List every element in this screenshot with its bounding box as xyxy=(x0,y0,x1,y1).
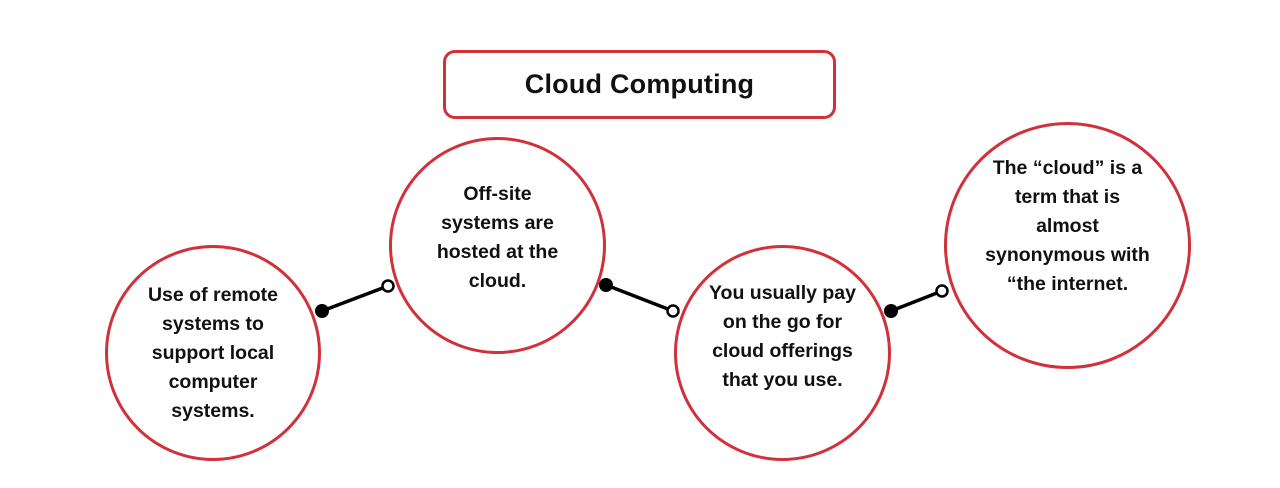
hollow-dot-icon xyxy=(935,284,949,298)
title-box: Cloud Computing xyxy=(443,50,836,119)
node-2-circle: Off-site systems are hosted at the cloud… xyxy=(389,137,606,354)
hollow-dot-icon xyxy=(666,304,680,318)
filled-dot-icon xyxy=(884,304,898,318)
node-4-circle: The “cloud” is a term that is almost syn… xyxy=(944,122,1191,369)
node-1-text: Use of remote systems to support local c… xyxy=(147,283,279,422)
diagram-title: Cloud Computing xyxy=(524,69,755,99)
node-2-text: Off-site systems are hosted at the cloud… xyxy=(436,182,559,292)
node-4-text: The “cloud” is a term that is almost syn… xyxy=(985,157,1150,295)
node-3-circle: You usually pay on the go for cloud offe… xyxy=(674,245,891,461)
filled-dot-icon xyxy=(315,304,329,318)
hollow-dot-icon xyxy=(381,279,395,293)
connector-3-4 xyxy=(884,284,949,318)
connector-2-3 xyxy=(599,278,680,318)
node-3-text: You usually pay on the go for cloud offe… xyxy=(708,282,856,391)
filled-dot-icon xyxy=(599,278,613,292)
connector-1-2 xyxy=(315,279,395,318)
node-1-circle: Use of remote systems to support local c… xyxy=(105,245,321,461)
